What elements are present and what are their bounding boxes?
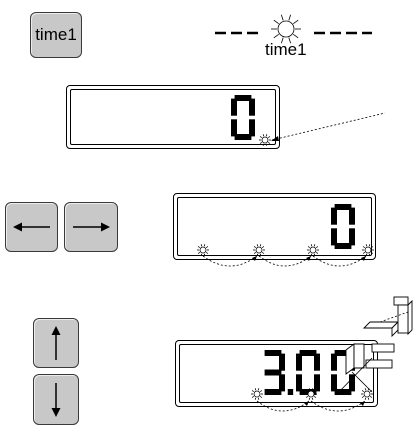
digit-segment bbox=[296, 374, 302, 392]
blink-indicator-icon bbox=[253, 244, 265, 256]
digit-segment bbox=[331, 374, 337, 392]
segment-detail-shape bbox=[365, 359, 393, 369]
time1-key[interactable]: time1 bbox=[30, 12, 82, 58]
arc-arrowhead bbox=[306, 256, 311, 261]
segment-detail-shape bbox=[393, 296, 409, 306]
digit-segment bbox=[234, 95, 252, 101]
lcd-digit bbox=[231, 95, 255, 140]
lcd-digit bbox=[296, 350, 320, 395]
right-arrow-key[interactable] bbox=[64, 202, 118, 252]
leader-arrowhead bbox=[271, 136, 279, 141]
arc-arrowhead bbox=[252, 256, 257, 261]
digit-segment bbox=[279, 374, 285, 392]
transition-arc bbox=[310, 400, 366, 412]
segment-detail-shape bbox=[397, 304, 409, 334]
transition-arc bbox=[256, 400, 310, 412]
digit-segment bbox=[334, 204, 352, 210]
up-arrow-icon bbox=[51, 326, 61, 360]
lcd-digit bbox=[331, 204, 355, 249]
digit-segment bbox=[334, 350, 352, 356]
blink-indicator-icon bbox=[307, 244, 319, 256]
time1-key-label: time1 bbox=[35, 25, 77, 44]
arc-arrowhead bbox=[361, 256, 366, 261]
down-arrow-icon bbox=[51, 382, 61, 417]
down-arrow-key[interactable] bbox=[33, 374, 79, 425]
digit-segment bbox=[334, 243, 352, 249]
blink-indicator-icon bbox=[305, 388, 317, 400]
blink-indicator-icon bbox=[362, 244, 374, 256]
digit-segment bbox=[299, 389, 317, 395]
digit-segment bbox=[299, 350, 317, 356]
digit-segment bbox=[264, 350, 282, 356]
segment-detail-line bbox=[351, 371, 373, 393]
segment-detail-line bbox=[379, 311, 409, 323]
up-arrow-key[interactable] bbox=[33, 318, 79, 368]
digit-segment bbox=[264, 389, 282, 395]
right-arrow-icon bbox=[73, 222, 110, 232]
digit-segment bbox=[314, 374, 320, 392]
transition-arc bbox=[312, 255, 367, 267]
transition-arc bbox=[202, 255, 258, 267]
digit-segment bbox=[279, 353, 285, 371]
digit-segment bbox=[314, 353, 320, 371]
segment-detail-shape bbox=[407, 299, 413, 336]
segment-detail-shape bbox=[371, 343, 395, 353]
decimal-point bbox=[287, 389, 294, 395]
digit-segment bbox=[231, 98, 237, 116]
digit-segment bbox=[331, 228, 337, 246]
digit-segment bbox=[334, 389, 352, 395]
time1-indicator-label: time1 bbox=[265, 40, 307, 59]
digit-segment bbox=[264, 369, 282, 376]
digit-segment bbox=[249, 98, 255, 116]
blink-indicator-icon bbox=[259, 134, 271, 146]
blink-indicator-icon bbox=[251, 388, 263, 400]
segment-detail-inset bbox=[335, 296, 413, 396]
lcd-digit bbox=[264, 350, 285, 395]
arc-arrowhead bbox=[304, 401, 309, 406]
sun-indicator-icon bbox=[271, 14, 301, 44]
left-arrow-icon bbox=[12, 222, 50, 232]
arc-arrowhead bbox=[360, 401, 365, 406]
left-arrow-key[interactable] bbox=[5, 202, 58, 252]
digit-segment bbox=[249, 119, 255, 137]
transition-arc bbox=[258, 255, 312, 267]
digit-segment bbox=[349, 228, 355, 246]
digit-segment bbox=[296, 353, 302, 371]
segment-detail-line bbox=[335, 357, 373, 396]
segment-detail-shape bbox=[353, 343, 365, 369]
digit-segment bbox=[231, 119, 237, 137]
digit-segment bbox=[331, 353, 337, 371]
blink-indicator-icon bbox=[197, 244, 209, 256]
leader-line bbox=[271, 112, 386, 141]
digit-segment bbox=[331, 207, 337, 225]
digit-segment bbox=[349, 207, 355, 225]
blink-indicator-icon bbox=[361, 388, 373, 400]
digit-segment bbox=[234, 134, 252, 140]
digit-segment bbox=[349, 374, 355, 392]
